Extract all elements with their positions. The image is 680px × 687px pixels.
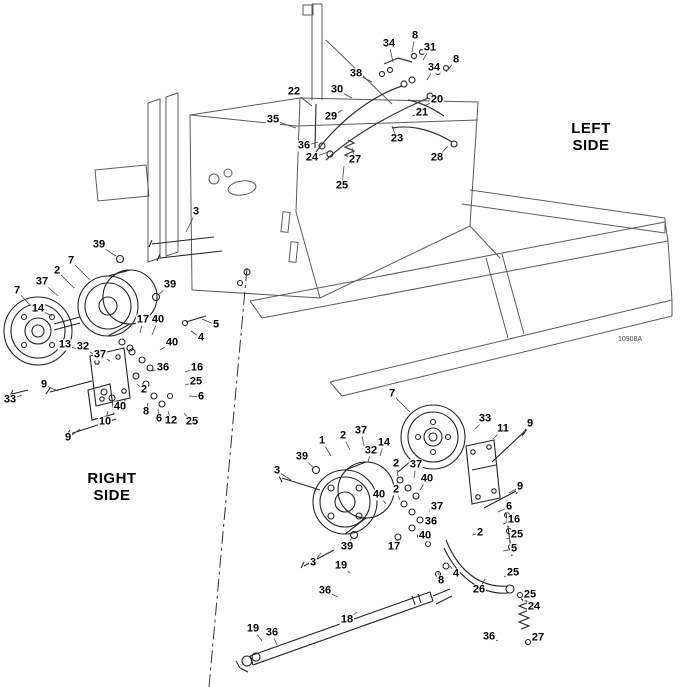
left-wheel-motor [77,275,139,337]
left-side-label: LEFT SIDE [571,120,611,155]
right-wheel-motor [312,469,378,535]
right-side-label: RIGHT SIDE [87,470,136,505]
drawing-id: 10908A [618,336,643,343]
right-side-label-line2: SIDE [93,487,131,504]
leader-lines [9,35,539,646]
right-caliper-bracket [465,439,501,505]
left-side-label-line1: LEFT [571,119,611,137]
spring-right [517,598,531,630]
drive-shaft [235,588,453,673]
left-wheel-motor-assembly [3,236,251,437]
right-side-label-line1: RIGHT [87,469,137,487]
left-mount-plate [89,347,131,407]
left-side-label-line2: SIDE [572,137,610,154]
centerline [208,267,248,687]
right-wheel-motor-assembly [278,404,532,646]
left-brake-disc [3,296,73,366]
hydraulic-hoses [314,48,458,163]
left-manifold-block [87,383,115,421]
right-brake-disc [400,404,466,470]
torque-arm [445,539,509,587]
chassis-frame [94,3,673,397]
